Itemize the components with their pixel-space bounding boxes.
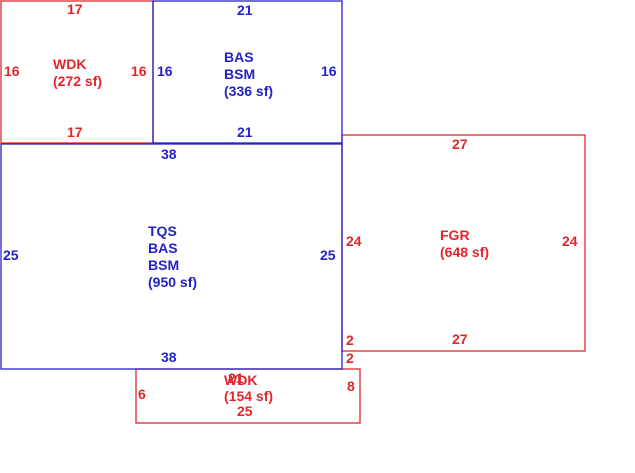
wdk-top-dim-left: 16 [4, 63, 20, 79]
fgr-label-code: FGR [440, 227, 470, 243]
tqs-label-line2: BAS [148, 240, 178, 256]
tqs-label-line1: TQS [148, 223, 177, 239]
wdk-bottom-dim-left: 6 [138, 386, 146, 402]
fgr-dim-notch: 2 [346, 332, 354, 348]
fgr-dim-bottom: 27 [452, 331, 468, 347]
tqs-dim-left: 25 [3, 247, 19, 263]
bas-bsm-top-dim-bottom: 21 [237, 124, 253, 140]
fgr-outline [341, 134, 586, 352]
wdk-bottom-dim-right: 8 [347, 378, 355, 394]
wdk-top-label-area: (272 sf) [53, 73, 102, 89]
tqs-label-area: (950 sf) [148, 274, 197, 290]
bas-bsm-top-label-line2: BSM [224, 66, 255, 82]
tqs-main-outline [0, 143, 343, 370]
bas-bsm-top-label-line1: BAS [224, 49, 254, 65]
fgr-label-area: (648 sf) [440, 244, 489, 260]
wdk-bottom-dim-top: 21 [228, 370, 244, 386]
fgr-dim-right: 24 [562, 233, 578, 249]
wdk-top-dim-bottom: 17 [67, 124, 83, 140]
tqs-dim-bottom: 38 [161, 349, 177, 365]
wdk-bottom-dim-notch: 2 [346, 350, 354, 366]
wdk-bottom-label-code: WDK [224, 372, 257, 388]
bas-bsm-top-outline [152, 0, 343, 144]
bas-bsm-top-dim-top: 21 [237, 2, 253, 18]
wdk-bottom-label-area: (154 sf) [224, 388, 273, 404]
fgr-dim-top: 27 [452, 136, 468, 152]
fgr-dim-left: 24 [346, 233, 362, 249]
tqs-dim-right: 25 [320, 247, 336, 263]
wdk-top-label-code: WDK [53, 56, 86, 72]
wdk-bottom-dim-bottom: 25 [237, 403, 253, 419]
tqs-dim-top: 38 [161, 146, 177, 162]
bas-bsm-top-dim-right: 16 [321, 63, 337, 79]
bas-bsm-top-label-area: (336 sf) [224, 83, 273, 99]
tqs-label-line3: BSM [148, 257, 179, 273]
bas-bsm-top-dim-left: 16 [157, 63, 173, 79]
wdk-top-dim-right: 16 [131, 63, 147, 79]
wdk-top-dim-top: 17 [67, 1, 83, 17]
